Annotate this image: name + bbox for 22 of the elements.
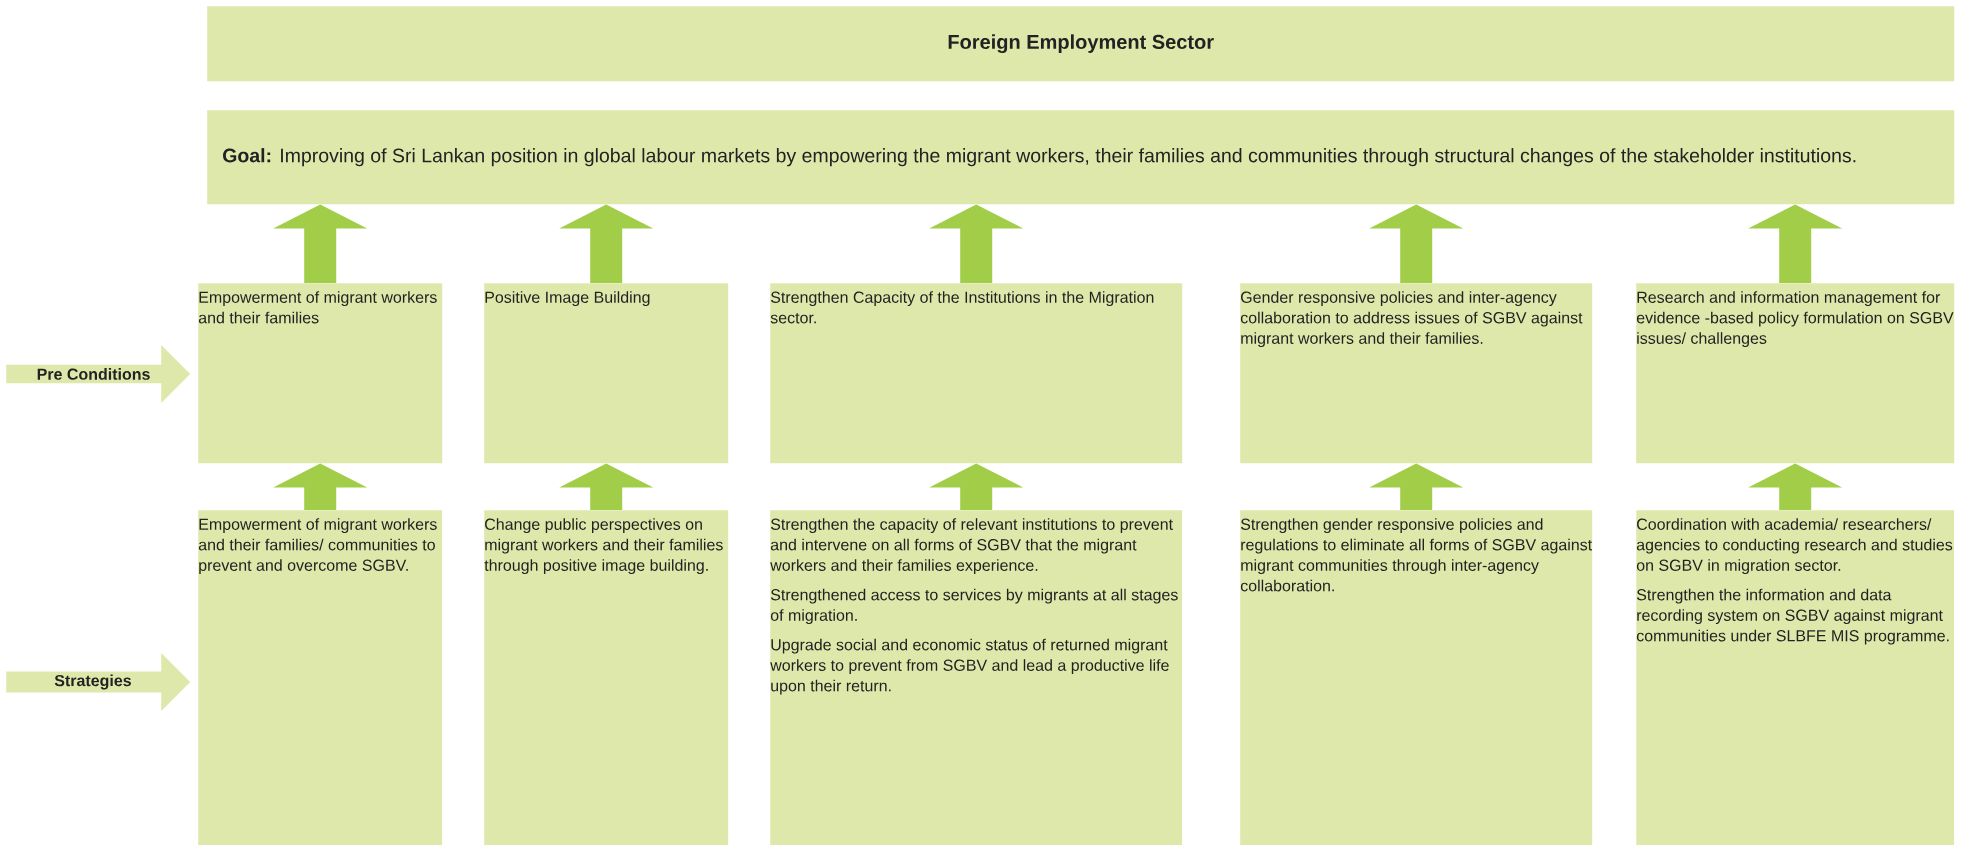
text-box: Gender responsive policies and inter-agency collaboration to address issues of SGBV against migrant workers and their families. — [1240, 283, 1593, 464]
up-arrow — [1748, 204, 1843, 283]
text-box: Positive Image Building — [484, 283, 729, 464]
up-arrow — [273, 204, 368, 283]
text-box: Change public perspectives on migrant workers and their families through positive image building. — [484, 510, 729, 845]
up-arrow — [929, 463, 1024, 510]
up-arrow — [273, 463, 368, 510]
text-box: Strengthen gender responsive policies and regulations to eliminate all forms of SGBV against migrant communities through inter-agency collaboration. — [1240, 510, 1593, 845]
text-box: Strengthen Capacity of the Institutions in the Migration sector. — [770, 283, 1183, 464]
text-box: Strengthen the capacity of relevant institutions to prevent and intervene on all forms of SGBV that the migrant workers and their families experience. Strengthened access to services by migrants at all stages of migration. Upgrade social and economic status of returned migrant workers to prevent from SGBV and lead a productive life upon their return. — [770, 510, 1183, 845]
header-box: Foreign Employment Sector — [207, 6, 1955, 82]
text-box: Empowerment of migrant workers and their families/ communities to prevent and overcome SGBV. — [198, 510, 443, 845]
up-arrow — [559, 463, 654, 510]
up-arrow — [929, 204, 1024, 283]
up-arrow — [1748, 463, 1843, 510]
text-box: Research and information management for evidence -based policy formulation on SGBV issues/ challenges — [1636, 283, 1955, 464]
text-box: Coordination with academia/ researchers/ agencies to conducting research and studies on SGBV in migration sector. Strengthen the information and data recording system on SGBV against migrant communities under SLBFE MIS programme. — [1636, 510, 1955, 845]
up-arrow — [559, 204, 654, 283]
text-box: Empowerment of migrant workers and their families — [198, 283, 443, 464]
up-arrow — [1369, 463, 1464, 510]
goal-box: Goal: Improving of Sri Lankan position in global labour markets by empowering the migrant workers, their families and communities through structural changes of the stakeholder institutions. — [207, 110, 1955, 205]
up-arrow — [1369, 204, 1464, 283]
